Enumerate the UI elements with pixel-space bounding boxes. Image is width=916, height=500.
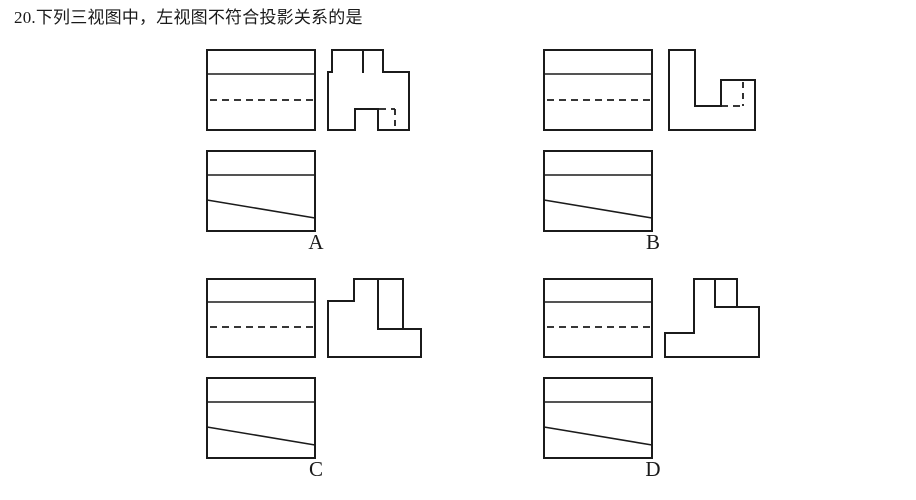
option-a-figure-group — [206, 48, 426, 240]
option-label-a: A — [308, 230, 324, 254]
question-stem: 20.下列三视图中，左视图不符合投影关系的是 — [14, 8, 363, 27]
option-d-figure-group — [543, 277, 763, 467]
option-d-front-view — [543, 278, 653, 358]
option-a-side-view — [327, 49, 410, 131]
option-b-side-view — [668, 49, 756, 131]
option-c-front-view — [206, 278, 316, 358]
option-b-top-view — [543, 150, 653, 232]
option-c-side-view — [327, 278, 422, 358]
option-b-figure-group — [543, 48, 763, 240]
option-b-front-and-side-views — [543, 49, 756, 131]
option-d-top-view — [543, 377, 653, 459]
option-label-b: B — [645, 230, 660, 254]
option-a-top-view — [206, 150, 316, 232]
option-b-front-view — [543, 49, 653, 131]
option-c-top-view — [206, 377, 316, 459]
option-label-d: D — [645, 457, 661, 481]
option-d-front-and-side-views — [543, 278, 760, 358]
option-a-front-view — [206, 49, 316, 131]
option-c-front-and-side-views — [206, 278, 422, 358]
option-a-front-and-side-views — [206, 49, 410, 131]
option-label-c: C — [308, 457, 323, 481]
option-c-figure-group — [206, 277, 426, 467]
option-d-side-view — [664, 278, 760, 358]
